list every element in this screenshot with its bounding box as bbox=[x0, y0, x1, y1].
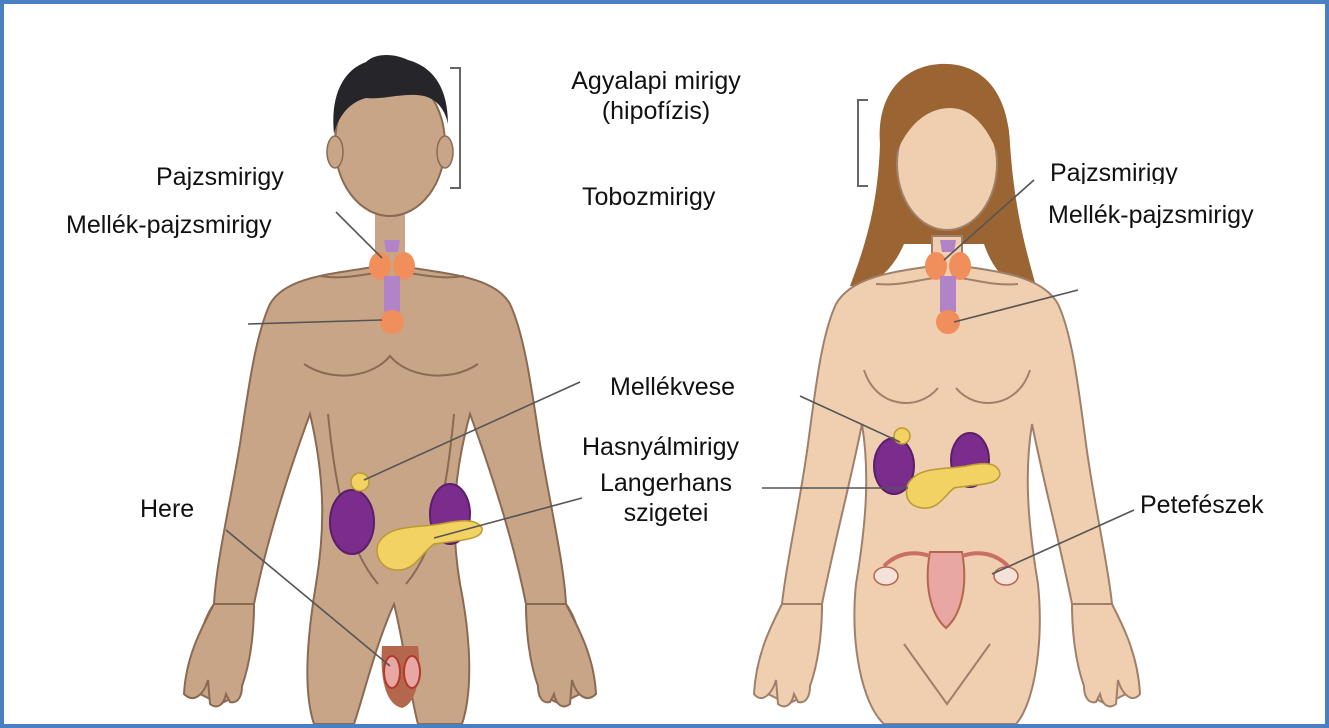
label-pineal: Tobozmirigy bbox=[582, 182, 715, 212]
male-right-ear bbox=[437, 136, 453, 168]
label-islets-line2: szigetei bbox=[582, 498, 750, 528]
label-pituitary: Agyalapi mirigy (hipofízis) bbox=[556, 66, 756, 126]
label-islets: Langerhans szigetei bbox=[582, 468, 750, 528]
male-left-hand bbox=[184, 604, 254, 706]
label-parathyroid-male: Mellék-pajzsmirigy bbox=[66, 210, 272, 240]
male-right-hand bbox=[526, 604, 596, 706]
label-thyroid-male: Pajzsmirigy bbox=[156, 162, 284, 192]
label-parathyroid-female: Mellék-pajzsmirigy bbox=[1048, 200, 1254, 230]
label-pancreas: Hasnyálmirigy bbox=[582, 432, 739, 462]
label-pituitary-line2: (hipofízis) bbox=[556, 96, 756, 126]
female-head-bracket bbox=[858, 100, 868, 186]
label-testis: Here bbox=[140, 494, 194, 524]
female-right-hand bbox=[1072, 604, 1140, 706]
label-ovary: Petefészek bbox=[1140, 490, 1264, 520]
male-head-bracket bbox=[450, 68, 460, 188]
male-figure bbox=[184, 55, 596, 724]
label-islets-line1: Langerhans bbox=[582, 468, 750, 498]
label-thyroid-female: Pajzsmirigy bbox=[1050, 158, 1178, 184]
male-left-ear bbox=[327, 136, 343, 168]
label-adrenal: Mellékvese bbox=[610, 372, 735, 402]
female-left-hand bbox=[754, 604, 822, 706]
label-pituitary-line1: Agyalapi mirigy bbox=[556, 66, 756, 96]
